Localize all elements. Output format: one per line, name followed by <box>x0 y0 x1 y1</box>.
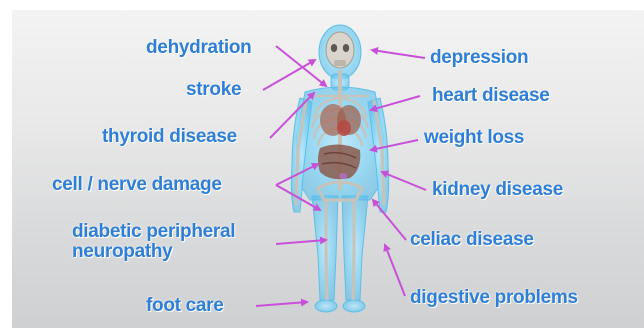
label-heart-disease: heart disease <box>432 86 550 106</box>
arrow-stroke <box>263 60 315 90</box>
label-celiac-disease: celiac disease <box>410 230 534 250</box>
arrow-celiac <box>373 200 406 240</box>
label-cell-nerve-damage: cell / nerve damage <box>52 175 222 195</box>
arrow-digestive <box>385 245 405 296</box>
arrow-depression <box>372 50 425 58</box>
label-kidney-disease: kidney disease <box>432 180 563 200</box>
label-foot-care: foot care <box>146 296 224 316</box>
label-weight-loss: weight loss <box>424 128 524 148</box>
label-diabetic-peripheral-neuropathy: diabetic peripheral neuropathy <box>72 222 302 262</box>
label-depression: depression <box>430 48 528 68</box>
label-digestive-problems: digestive problems <box>410 288 578 308</box>
label-dehydration: dehydration <box>146 38 251 58</box>
label-diabetic-line1: diabetic peripheral <box>72 222 302 242</box>
label-stroke: stroke <box>186 80 241 100</box>
arrow-foot-care <box>256 302 307 306</box>
label-diabetic-line2: neuropathy <box>72 242 302 262</box>
label-thyroid-disease: thyroid disease <box>102 127 237 147</box>
